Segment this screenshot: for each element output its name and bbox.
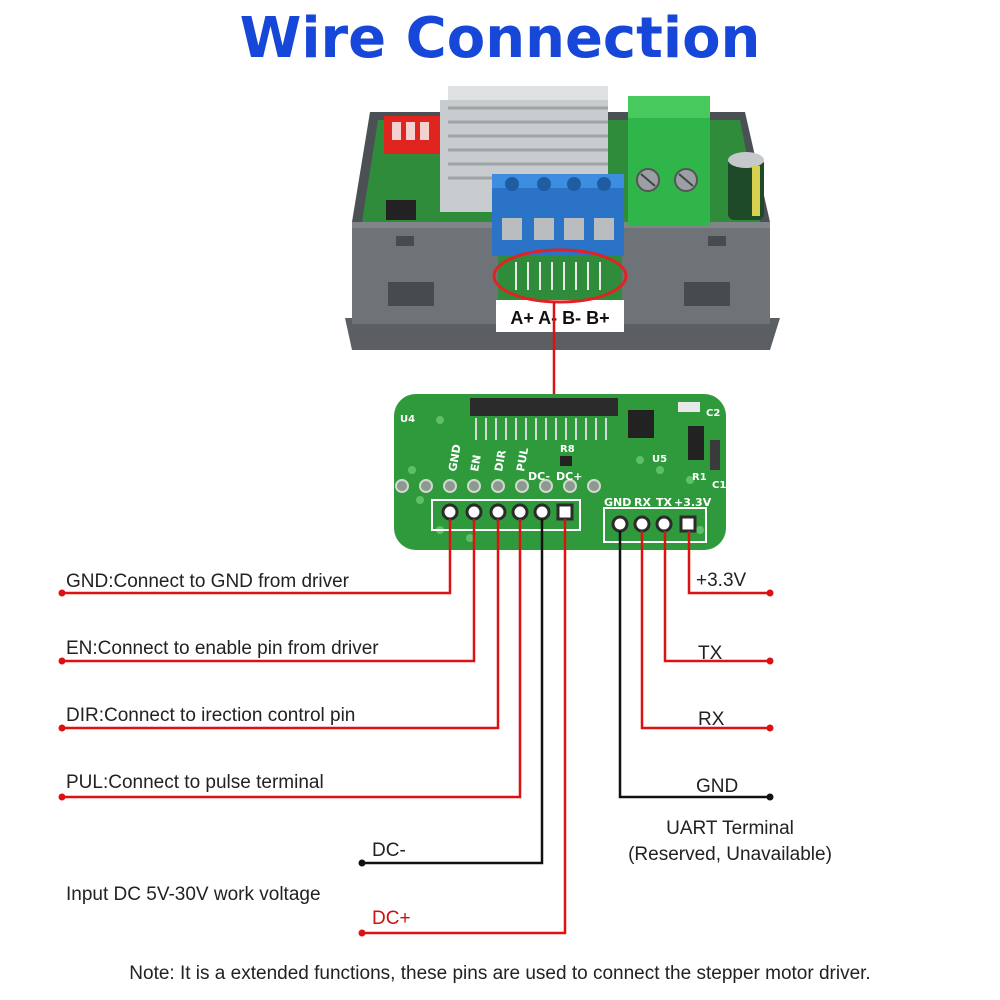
wire-uart-tx xyxy=(663,531,770,663)
label-uart-rx: RX xyxy=(698,709,725,730)
label-c2: C2 xyxy=(706,408,720,419)
highlight-ellipse xyxy=(492,248,628,304)
wire-en xyxy=(62,519,476,663)
capacitor xyxy=(728,152,764,220)
pin-label-en: EN xyxy=(468,454,484,473)
pin-label-dir: DIR xyxy=(492,448,509,472)
footer-note: Note: It is a extended functions, these … xyxy=(129,963,871,984)
label-pul-connection: PUL:Connect to pulse terminal xyxy=(66,772,324,793)
wire-uart-33v xyxy=(687,531,770,595)
label-dir-connection: DIR:Connect to irection control pin xyxy=(66,705,356,726)
uart-label-rx: RX xyxy=(634,496,651,509)
label-dc-plus: DC+ xyxy=(372,908,411,929)
pin-label-pul: PUL xyxy=(514,447,531,473)
page-title: Wire Connection xyxy=(239,6,761,71)
label-r1: R1 xyxy=(692,472,707,483)
label-dc-minus: DC- xyxy=(372,840,406,861)
chip-label-u5: U5 xyxy=(652,454,667,465)
pin-label-dc-plus: DC+ xyxy=(556,470,582,483)
uart-label-33v: +3.3V xyxy=(674,496,712,509)
pcb-board xyxy=(394,394,726,550)
wire-uart-gnd xyxy=(618,531,770,799)
motor-terminal-block xyxy=(492,174,624,256)
wire-dc-plus xyxy=(362,519,567,935)
label-uart-gnd: GND xyxy=(696,776,739,797)
uart-subtitle: (Reserved, Unavailable) xyxy=(628,844,832,865)
wire-gnd xyxy=(62,519,452,595)
uart-label-tx: TX xyxy=(656,496,673,509)
controller-module-photo xyxy=(345,86,780,350)
label-r8: R8 xyxy=(560,444,575,455)
label-gnd-connection: GND:Connect to GND from driver xyxy=(66,571,349,592)
wire-pul xyxy=(62,519,522,799)
wire-dc-minus xyxy=(362,519,544,865)
label-uart-33v: +3.3V xyxy=(696,570,747,591)
label-uart-tx: TX xyxy=(698,643,723,664)
label-input-voltage: Input DC 5V-30V work voltage xyxy=(66,884,321,905)
label-en-connection: EN:Connect to enable pin from driver xyxy=(66,638,379,659)
uart-title: UART Terminal xyxy=(666,818,794,839)
chip-label-u4: U4 xyxy=(400,414,415,425)
wire-uart-rx xyxy=(640,531,770,730)
uart-label-gnd: GND xyxy=(604,496,631,509)
pin-label-gnd: GND xyxy=(446,443,464,472)
motor-terminal-labels: A+ A- B- B+ xyxy=(510,308,609,328)
wire-dir xyxy=(62,519,500,730)
pin-label-dc-minus: DC- xyxy=(528,470,550,483)
power-terminal-block xyxy=(628,96,710,226)
label-c1: C1 xyxy=(712,480,726,491)
